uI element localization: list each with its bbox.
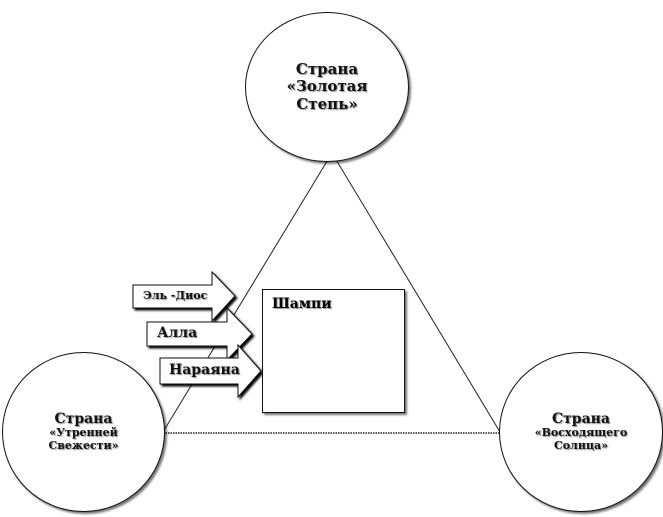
country-zolotaya-step-circle: Страна «Золотая Степь» — [245, 12, 409, 162]
country-zolotaya-step-label: Страна «Золотая Степь» — [286, 60, 368, 113]
arrow-label-alla: Алла — [157, 325, 198, 341]
country-right-line-1: Страна — [551, 411, 610, 428]
arrow-el-dios — [132, 270, 236, 323]
center-box-shampi: Шампи — [262, 289, 405, 413]
triangle-right-edge — [331, 152, 501, 433]
country-right-line-3: Солнца» — [553, 439, 608, 453]
country-top-line-3: Степь» — [296, 94, 358, 113]
country-utrennei-svezhesti-label: Страна «Утренней Свежести» — [48, 411, 118, 452]
country-left-line-2: «Утренней — [49, 426, 118, 440]
arrow-label-el-dios: Эль -Диос — [143, 289, 208, 302]
country-utrennei-svezhesti-circle: Страна «Утренней Свежести» — [2, 352, 165, 512]
arrow-label-narayana: Нараяна — [169, 362, 240, 378]
country-top-line-1: Страна — [295, 60, 359, 79]
country-right-line-2: «Восходящего — [534, 426, 628, 440]
country-voskhodyashchego-solntsa-circle: Страна «Восходящего Солнца» — [499, 352, 663, 512]
country-left-line-1: Страна — [54, 411, 113, 428]
center-box-title: Шампи — [272, 296, 332, 312]
triangle-left-edge — [162, 152, 333, 433]
arrow-narayana — [159, 343, 262, 399]
country-top-line-2: «Золотая — [286, 77, 368, 96]
country-left-line-3: Свежести» — [48, 439, 119, 453]
country-voskhodyashchego-solntsa-label: Страна «Восходящего Солнца» — [535, 411, 628, 452]
